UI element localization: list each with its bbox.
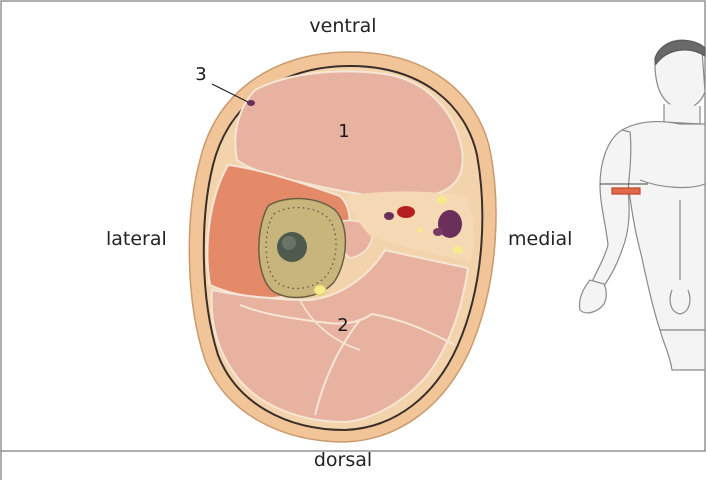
- nerve-1: [437, 196, 447, 204]
- bone-marker: [314, 285, 326, 295]
- figure-hand: [579, 280, 606, 313]
- lateral-label: lateral: [106, 228, 167, 250]
- marker-3: 3: [195, 64, 206, 85]
- marker-2: 2: [337, 315, 348, 336]
- human-figure-illustration: [579, 40, 705, 370]
- marker-1: 1: [338, 121, 349, 142]
- dorsal-label: dorsal: [314, 449, 372, 471]
- cross-section: [189, 52, 496, 442]
- artery: [397, 206, 415, 218]
- figure-arm: [592, 130, 631, 286]
- figure-neck: [664, 104, 700, 124]
- skin-vessel-spot: [247, 100, 255, 106]
- vein-2: [433, 228, 443, 236]
- ventral-label: ventral: [309, 15, 376, 37]
- small-vein: [384, 212, 394, 220]
- tumor-core-highlight: [282, 236, 296, 250]
- nerve-2: [453, 246, 463, 254]
- nerve-3: [417, 228, 423, 233]
- medial-label: medial: [508, 228, 572, 250]
- figure-torso: [622, 122, 705, 330]
- section-marker: [612, 188, 640, 194]
- figure-legs: [660, 330, 705, 370]
